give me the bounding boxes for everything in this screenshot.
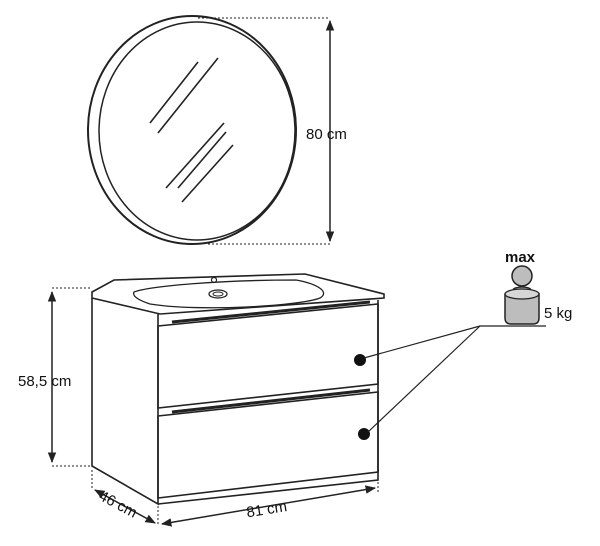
load-point-icon — [358, 428, 370, 440]
cabinet-depth-label: 46 cm — [96, 487, 140, 521]
tap-hole — [210, 276, 218, 284]
sink-top — [91, 273, 385, 315]
drawer-bottom-handle — [171, 388, 371, 414]
drawer-bottom — [157, 391, 379, 499]
round-mirror — [87, 15, 297, 245]
drawer-top-handle — [171, 300, 371, 324]
sink-drain — [208, 289, 228, 299]
cabinet-height-dimension: 58,5 cm — [18, 287, 92, 467]
mirror-reflection-lines — [149, 57, 234, 203]
drawer-top — [157, 303, 379, 409]
load-title: max — [505, 249, 536, 266]
cabinet-width-dimension: 81 cm — [160, 482, 379, 527]
cabinet-height-label: 58,5 cm — [18, 373, 71, 390]
drawers — [157, 300, 379, 499]
sink-basin — [132, 279, 325, 309]
load-value: 5 kg — [544, 305, 572, 322]
mirror-frame-outer — [87, 15, 297, 245]
load-point-icon — [354, 354, 366, 366]
mirror-height-label: 80 cm — [306, 126, 347, 143]
mirror-frame-inner — [98, 21, 296, 241]
weight-icon — [504, 265, 540, 325]
load-points — [354, 325, 546, 440]
cabinet-side-panel — [91, 298, 159, 506]
cabinet-width-label: 81 cm — [245, 498, 288, 521]
mirror-height-dimension: 80 cm — [198, 17, 347, 245]
